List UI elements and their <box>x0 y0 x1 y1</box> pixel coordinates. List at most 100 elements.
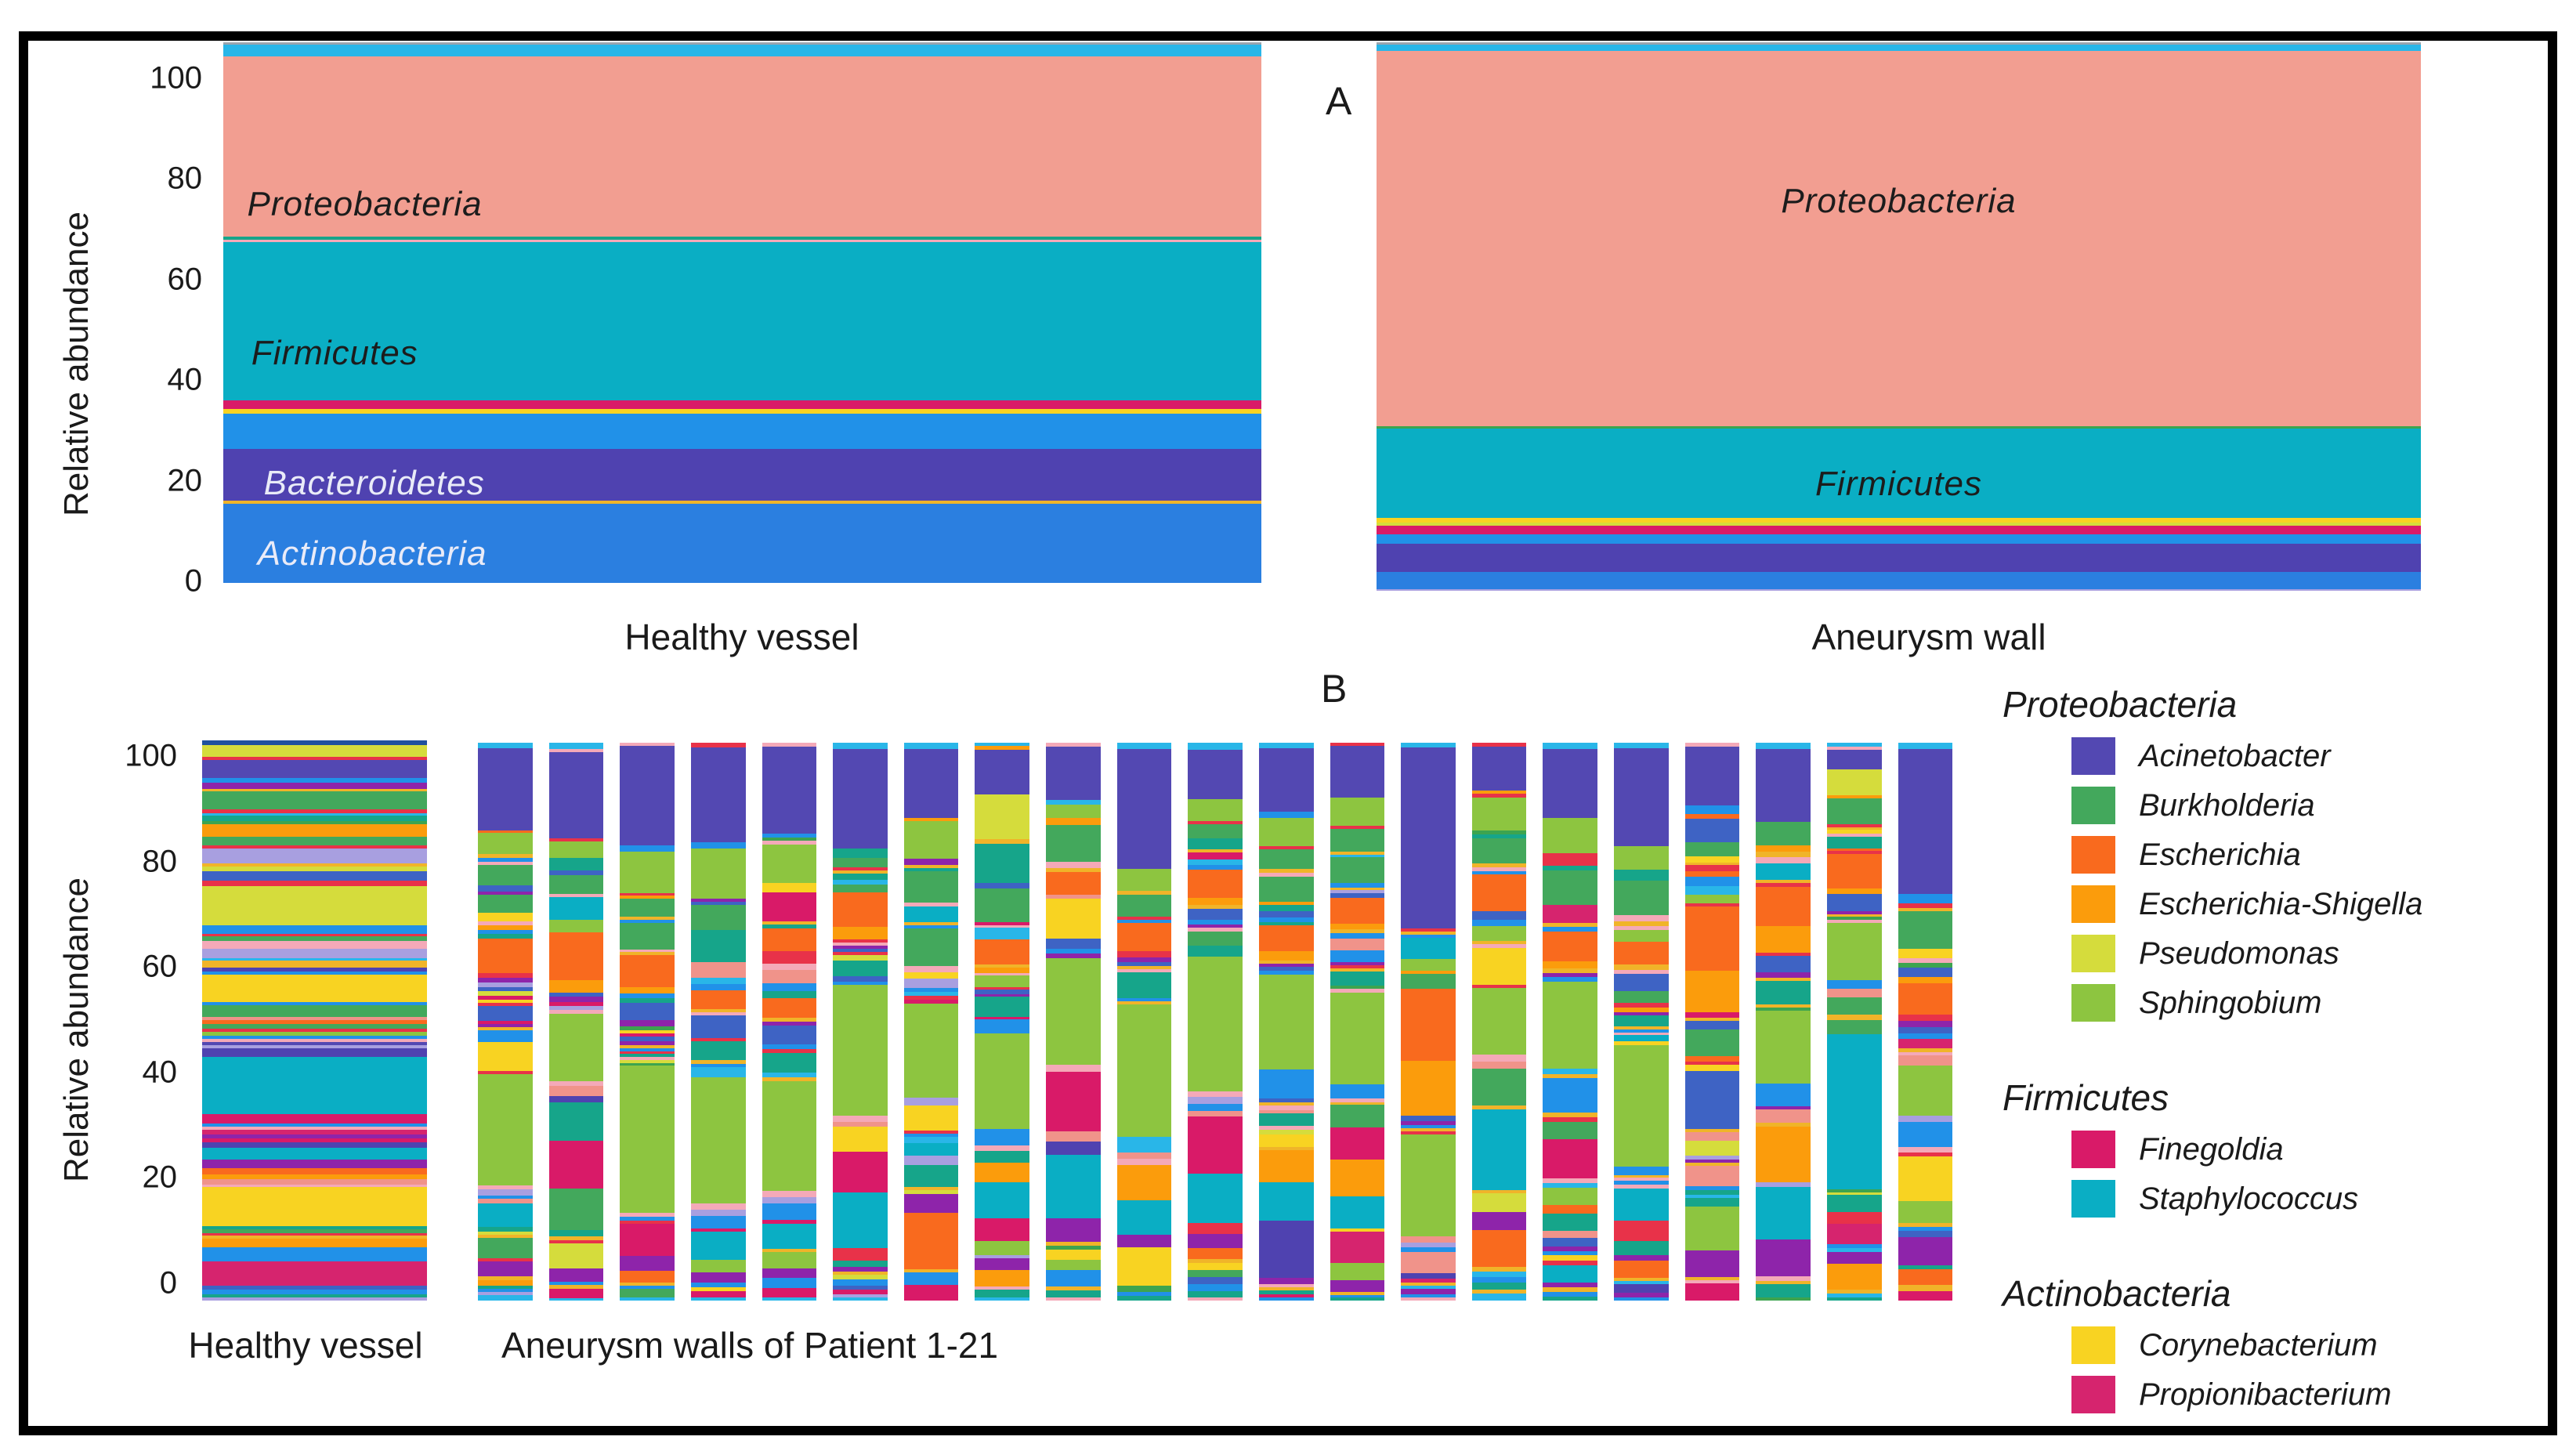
bar-segment <box>1116 972 1172 998</box>
bar-segment <box>548 1080 604 1087</box>
bar-segment <box>548 1285 604 1289</box>
bar-segment <box>762 892 817 921</box>
bar-segment <box>1188 1116 1243 1174</box>
bar-segment <box>1684 877 1740 886</box>
bar-segment <box>1188 849 1243 853</box>
bar-segment <box>762 1297 817 1301</box>
bar-segment <box>1614 1008 1669 1012</box>
bar-segment <box>1684 1277 1740 1280</box>
bar-segment <box>833 942 888 946</box>
bar-segment <box>1258 1290 1314 1294</box>
bar-segment <box>1614 1278 1669 1281</box>
bar-segment <box>1116 1137 1172 1153</box>
bar-segment <box>690 905 746 931</box>
legend-label: Propionibacterium <box>2139 1377 2392 1412</box>
bar-segment <box>1756 1297 1811 1301</box>
bar-segment <box>1330 1294 1385 1298</box>
panel-a-label: A <box>1326 79 1352 123</box>
bar-segment <box>1684 856 1740 863</box>
bar-segment <box>1543 1178 1597 1184</box>
bar-segment <box>202 886 427 925</box>
bar-segment <box>690 1067 746 1077</box>
bar-segment <box>548 857 604 870</box>
bar-segment <box>1471 870 1527 875</box>
bar-segment <box>1684 971 1740 1012</box>
bar-segment <box>1258 1134 1314 1148</box>
bar-segment <box>202 1127 427 1130</box>
bar-segment <box>1258 817 1314 847</box>
bar-segment <box>1684 1062 1740 1066</box>
bar-segment <box>1188 946 1243 957</box>
bar-segment <box>1330 939 1385 951</box>
bar-segment <box>1471 984 1527 989</box>
bar-segment <box>620 993 675 998</box>
bar-segment <box>1543 1121 1597 1139</box>
bar-segment <box>1258 747 1314 812</box>
legend-swatch <box>2071 935 2115 972</box>
bar-segment <box>1543 1068 1597 1074</box>
bar-segment <box>1684 1020 1740 1030</box>
bar-segment <box>202 809 427 813</box>
bar-segment <box>202 1129 427 1134</box>
bar-segment <box>1330 1102 1385 1105</box>
bar-segment <box>620 1057 675 1060</box>
bar-segment <box>1258 1220 1314 1278</box>
bar-segment <box>1258 1113 1314 1126</box>
bar-segment <box>1046 1290 1101 1297</box>
bar-segment <box>478 743 533 749</box>
bar-segment <box>1046 747 1101 801</box>
bar-segment <box>1046 824 1101 862</box>
legend-label: Corynebacterium <box>2139 1327 2378 1362</box>
bar-segment <box>762 1053 817 1073</box>
bar-segment <box>1046 953 1101 958</box>
bar-segment <box>620 1066 675 1214</box>
bar-segment <box>903 1285 959 1301</box>
bar-segment <box>1898 1156 1953 1201</box>
bar-segment <box>833 867 888 871</box>
bar-segment <box>620 1288 675 1298</box>
bar-segment <box>1046 895 1101 899</box>
bar-segment <box>1826 743 1882 747</box>
bar-segment <box>1471 1069 1527 1106</box>
bar-segment <box>1401 1288 1456 1295</box>
bar-segment <box>690 1203 746 1210</box>
bar-segment <box>1543 1073 1597 1079</box>
bar-segment <box>1046 1286 1101 1291</box>
bar-segment <box>1471 1272 1527 1278</box>
bar-segment <box>903 859 959 866</box>
bar-segment <box>1471 1282 1527 1290</box>
bar-segment <box>762 1190 817 1197</box>
bar-segment <box>690 930 746 962</box>
bar-segment <box>1898 1051 1953 1056</box>
bar-segment <box>690 1260 746 1273</box>
bar-segment <box>1258 873 1314 877</box>
bar-segment <box>1684 1132 1740 1142</box>
bar-segment <box>833 1294 888 1298</box>
bar-segment <box>1543 922 1597 928</box>
figure-border <box>19 31 2557 1435</box>
bar-segment <box>1471 1109 1527 1190</box>
patient-bar-16 <box>1543 743 1597 1301</box>
bar-segment <box>1684 1207 1740 1251</box>
bar-segment <box>1684 865 1740 871</box>
bar-segment <box>903 868 959 872</box>
bar-segment <box>1046 1297 1101 1301</box>
bar-segment <box>1188 1097 1243 1105</box>
bar-segment <box>1401 1121 1456 1126</box>
bar-segment <box>202 1147 427 1160</box>
bar-segment <box>548 1086 604 1096</box>
bar-segment <box>1898 1115 1953 1122</box>
bar-segment <box>1543 905 1597 923</box>
bar-segment <box>903 1130 959 1134</box>
bar-segment <box>1116 997 1172 1001</box>
bar-segment <box>1826 1290 1882 1294</box>
bar-segment <box>1684 814 1740 819</box>
bar-segment <box>1188 824 1243 839</box>
bar-segment <box>1401 989 1456 1062</box>
bar-segment <box>1258 960 1314 964</box>
patient-bar-5 <box>762 743 817 1301</box>
bar-segment <box>202 778 427 783</box>
bar-segment <box>1826 1252 1882 1265</box>
bar-segment <box>1614 1261 1669 1279</box>
